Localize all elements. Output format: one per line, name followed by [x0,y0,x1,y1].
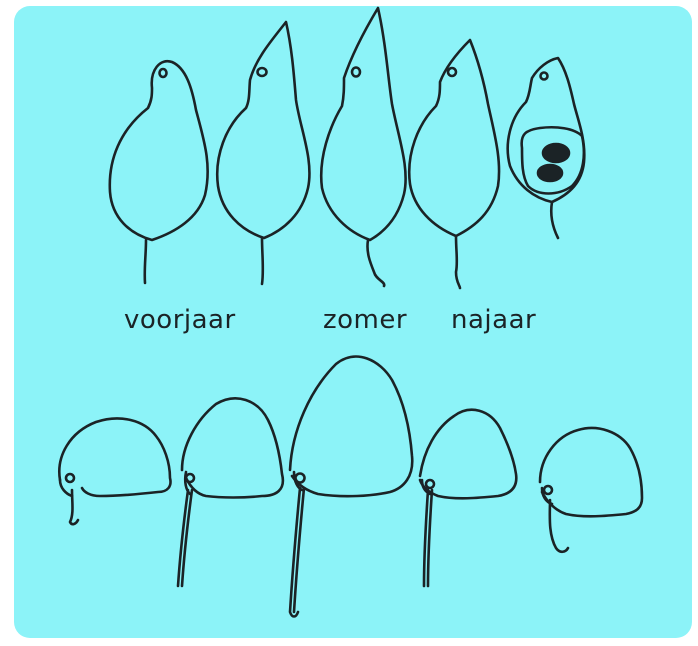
bottom-figure-4 [420,410,516,586]
top-figure-5 [508,58,585,238]
bottom-figure-1 [59,418,170,524]
top-figure-3 [321,8,405,286]
top-figure-1 [110,61,208,283]
eye-icon [448,68,456,76]
eye-icon [296,474,305,483]
label-summer: zomer [323,305,407,335]
eye-icon [352,68,360,77]
label-autumn: najaar [451,305,536,335]
eye-icon [186,474,194,482]
bottom-figure-3 [290,357,412,617]
eye-icon [541,73,548,80]
bottom-figure-5 [540,428,642,552]
bottom-figure-2 [178,398,283,586]
eye-icon [66,474,74,482]
eye-icon [258,68,267,76]
top-figure-4 [409,40,499,288]
eye-icon [426,480,434,488]
label-spring: voorjaar [124,305,236,335]
eye-icon [544,486,552,494]
egg-icon [538,165,562,181]
eye-icon [160,69,167,77]
egg-icon [543,144,569,162]
top-figure-2 [217,22,309,284]
